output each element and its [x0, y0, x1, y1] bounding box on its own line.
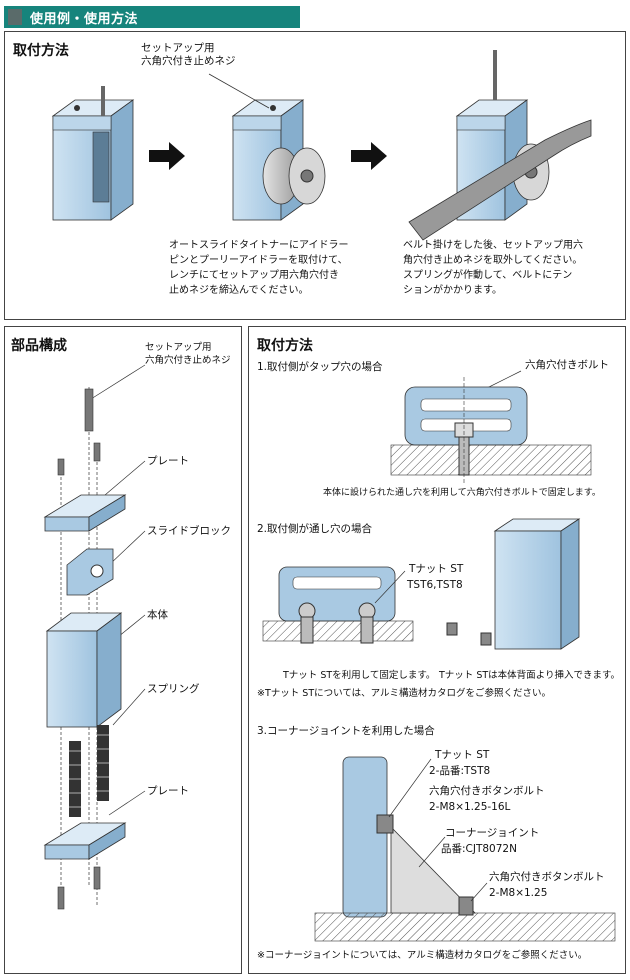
mount-panel: 取付方法 1.取付側がタップ穴の場合 六角穴付きボルト 本体に設けられた通し穴を… [248, 326, 626, 974]
part-label-plate-top: プレート [147, 455, 189, 467]
case3-button-bolt2: 六角穴付きボタンボルト [489, 871, 605, 883]
case2-note: ※Tナット STについては、アルミ構造材カタログをご参照ください。 [257, 688, 552, 699]
arrow-2-icon [351, 142, 387, 170]
part-label-plate-bottom: プレート [147, 785, 189, 797]
mounting-sequence-figure [51, 50, 592, 241]
case3-button-bolt1: 六角穴付きボタンボルト [429, 785, 545, 797]
case2-caption-left: Tナット STを利用して固定します。 [283, 670, 436, 681]
case2-heading: 2.取付側が通し穴の場合 [257, 523, 373, 535]
tightener-body-3 [408, 50, 592, 241]
top-desc-right: ベルト掛けをした後、セットアップ用六 角穴付き止めネジを取外してください。 スプ… [403, 240, 583, 296]
case2-caption-right: Tナット STは本体背面より挿入できます。 [439, 670, 621, 681]
arrow-1-icon [149, 142, 185, 170]
case3-corner-joint: コーナージョイント [445, 827, 540, 839]
part-label-set-screw: セットアップ用 六角穴付き止めネジ [145, 342, 231, 366]
case3-button-bolt1-spec: 2-M8×1.25-16L [429, 801, 511, 813]
mount-panel-title: 取付方法 [257, 338, 313, 354]
case2-tnut-label: Tナット ST [409, 563, 464, 575]
header-marker [8, 9, 22, 25]
case3-button-bolt2-spec: 2-M8×1.25 [489, 887, 548, 899]
case1-bolt-label: 六角穴付きボルト [525, 359, 609, 371]
part-label-slide-block: スライドブロック [147, 525, 231, 537]
case1-caption: 本体に設けられた通し穴を利用して六角穴付きボルトで固定します。 [323, 488, 601, 498]
case3-tnut-part: 2-品番:TST8 [429, 765, 491, 777]
section-header: 使用例・使用方法 [4, 6, 300, 28]
case1-drawing [390, 370, 592, 483]
section-title: 使用例・使用方法 [30, 12, 139, 27]
set-screw-label: セットアップ用 六角穴付き止めネジ [141, 42, 236, 67]
parts-panel: 部品構成 セットアップ用 六角穴付き止めネジ プレート スライドブロック 本体 … [4, 326, 242, 974]
top-panel: 取付方法 セットアップ用 六角穴付き止めネジ [4, 31, 626, 320]
top-desc-left: オートスライドタイトナーにアイドラー ピンとプーリーアイドラーを取付けて、 レン… [169, 240, 349, 296]
tightener-body-1 [51, 86, 135, 221]
tightener-body-2 [208, 73, 326, 221]
case3-corner-joint-part: 品番:CJT8072N [441, 843, 517, 855]
case3-tnut: Tナット ST [435, 749, 490, 761]
parts-panel-title: 部品構成 [11, 338, 67, 354]
part-label-body: 本体 [147, 609, 168, 621]
case2-drawing [262, 518, 581, 650]
case2-tnut-models: TST6,TST8 [407, 579, 463, 591]
case1-heading: 1.取付側がタップ穴の場合 [257, 361, 383, 373]
case3-drawing [314, 756, 616, 942]
top-panel-title: 取付方法 [13, 43, 69, 59]
exploded-parts-figure [43, 364, 146, 910]
case3-note: ※コーナージョイントについては、アルミ構造材カタログをご参照ください。 [257, 950, 588, 961]
case3-heading: 3.コーナージョイントを利用した場合 [257, 725, 435, 737]
part-label-spring: スプリング [147, 683, 200, 695]
mounting-methods-figure [262, 370, 616, 942]
